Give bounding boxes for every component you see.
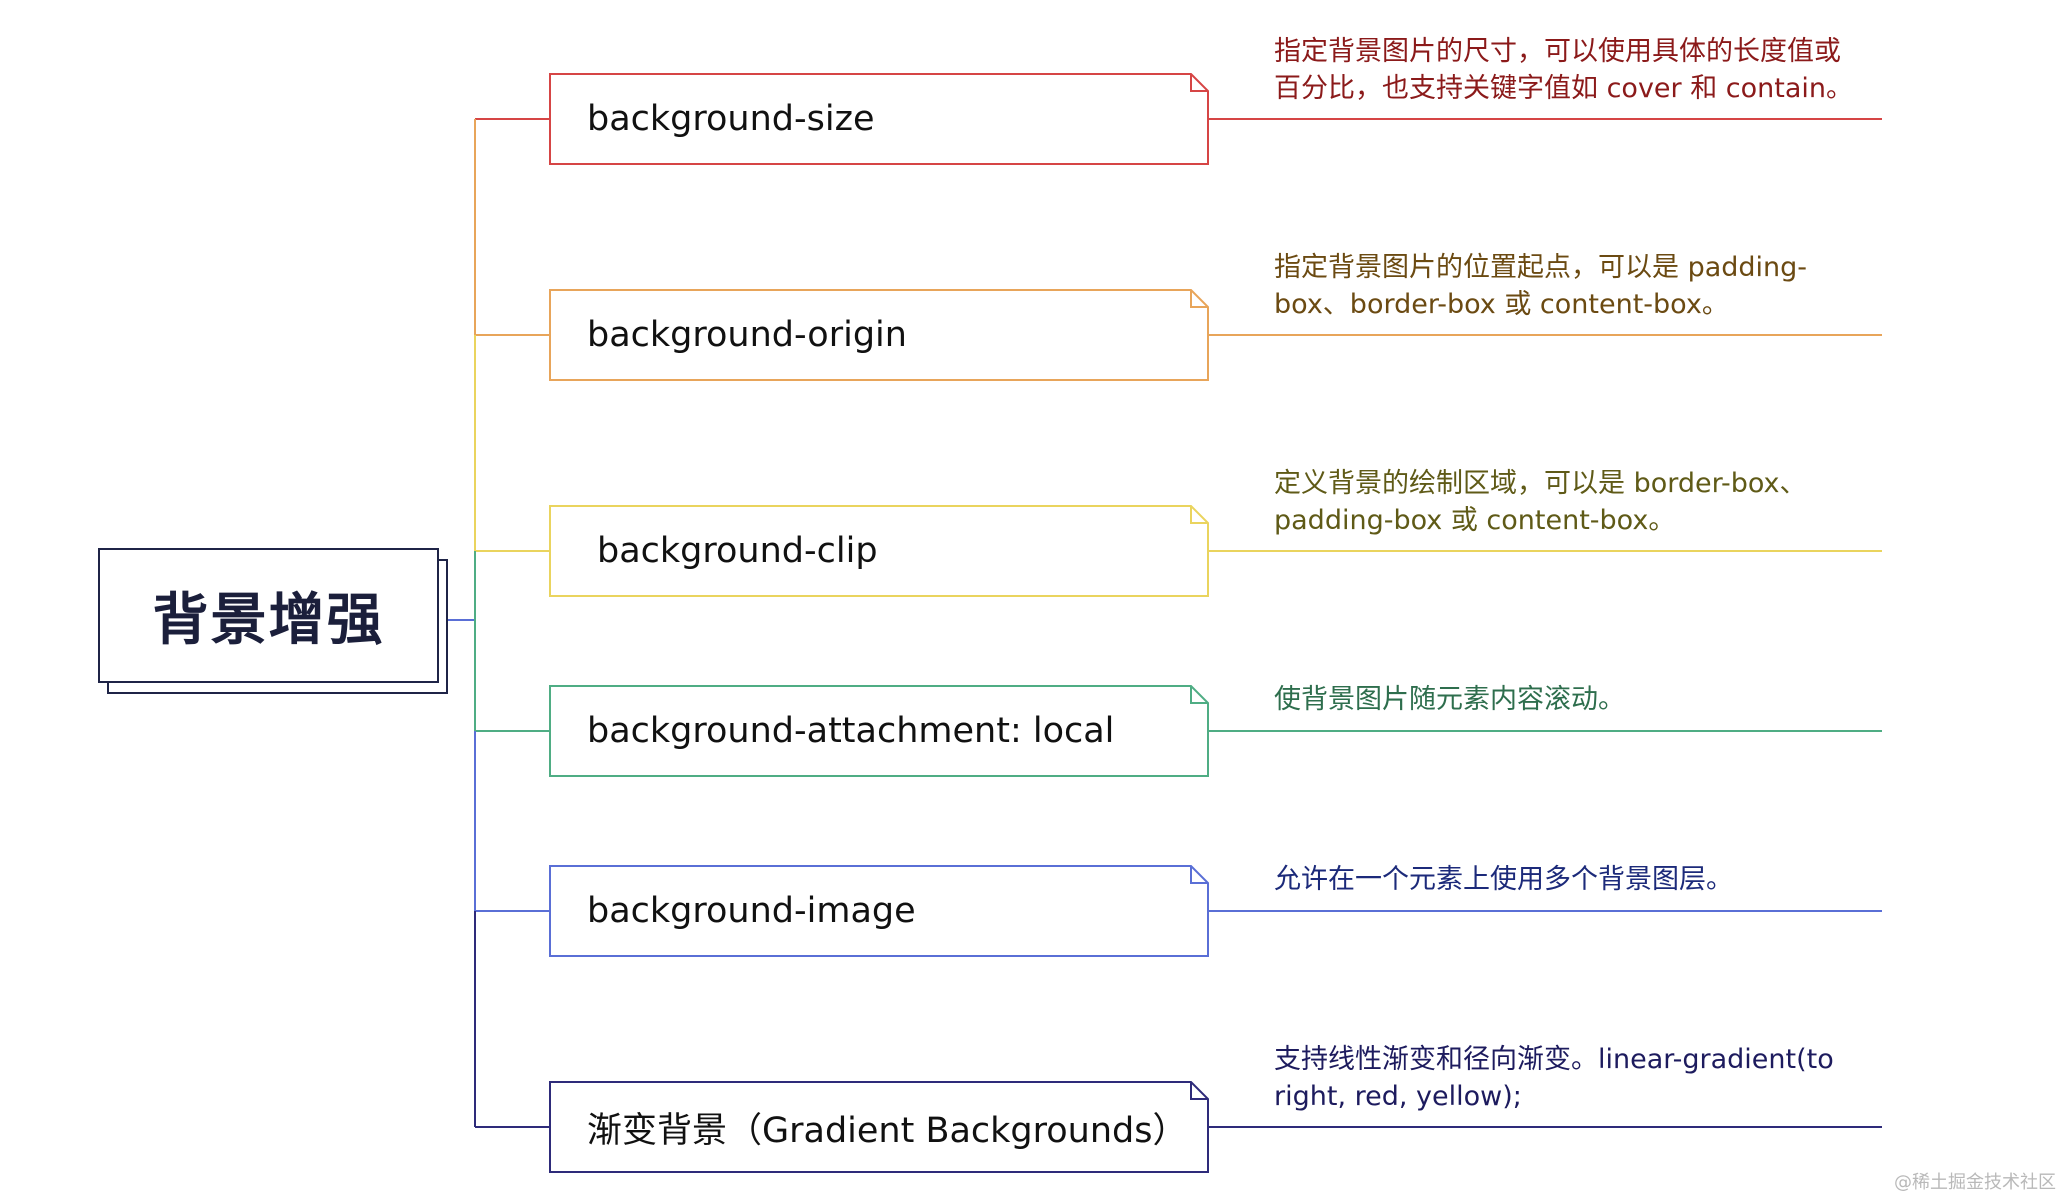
note-fold [1190,506,1208,524]
branch-node-background-image[interactable]: background-image [549,865,1209,957]
note-fold [1190,74,1208,92]
description-background-image: 允许在一个元素上使用多个背景图层。 [1274,861,1904,898]
note-frame [549,289,1209,381]
note-outline [549,73,1209,165]
description-line: padding-box 或 content-box。 [1274,505,1676,536]
branch-label: background-attachment: local [587,711,1115,751]
note-fold [1190,1082,1208,1100]
note-frame [549,865,1209,957]
note-frame [549,1081,1209,1173]
description-line: right, red, yellow); [1274,1081,1522,1112]
note-outline [549,505,1209,597]
description-line: 百分比，也支持关键字值如 cover 和 contain。 [1274,73,1854,104]
note-frame [549,505,1209,597]
description-line: 指定背景图片的位置起点，可以是 padding- [1274,252,1808,283]
description-line: 指定背景图片的尺寸，可以使用具体的长度值或 [1274,36,1841,67]
branch-node-background-origin[interactable]: background-origin [549,289,1209,381]
note-frame [549,73,1209,165]
note-outline [549,685,1209,777]
branch-label: 渐变背景（Gradient Backgrounds） [587,1110,1188,1151]
watermark: @稀土掘金技术社区 [1894,1172,2056,1193]
description-background-attachment: 使背景图片随元素内容滚动。 [1274,681,1904,718]
branch-label: background-origin [587,315,907,355]
description-gradient-backgrounds: 支持线性渐变和径向渐变。linear-gradient(to right, re… [1274,1041,1904,1115]
description-line: 使背景图片随元素内容滚动。 [1274,684,1625,715]
description-line: 允许在一个元素上使用多个背景图层。 [1274,864,1733,895]
description-background-origin: 指定背景图片的位置起点，可以是 padding- box、border-box … [1274,249,1904,323]
description-background-size: 指定背景图片的尺寸，可以使用具体的长度值或 百分比，也支持关键字值如 cover… [1274,33,1904,107]
description-line: box、border-box 或 content-box。 [1274,289,1729,320]
note-fold [1190,290,1208,308]
note-outline [549,289,1209,381]
root-node[interactable]: 背景增强 [98,548,439,683]
branch-node-background-size[interactable]: background-size [549,73,1209,165]
note-outline [549,1081,1209,1173]
note-frame [549,685,1209,777]
description-background-clip: 定义背景的绘制区域，可以是 border-box、 padding-box 或 … [1274,465,1904,539]
branch-node-background-attachment[interactable]: background-attachment: local [549,685,1209,777]
branch-label: background-clip [597,531,878,571]
root-title: 背景增强 [152,588,385,653]
description-line: 支持线性渐变和径向渐变。linear-gradient(to [1274,1044,1834,1075]
branch-node-gradient-backgrounds[interactable]: 渐变背景（Gradient Backgrounds） [549,1081,1209,1173]
note-fold [1190,866,1208,884]
branch-label: background-size [587,99,875,139]
branch-node-background-clip[interactable]: background-clip [549,505,1209,597]
branch-label: background-image [587,891,916,931]
description-line: 定义背景的绘制区域，可以是 border-box、 [1274,468,1807,499]
note-fold [1190,686,1208,704]
note-outline [549,865,1209,957]
